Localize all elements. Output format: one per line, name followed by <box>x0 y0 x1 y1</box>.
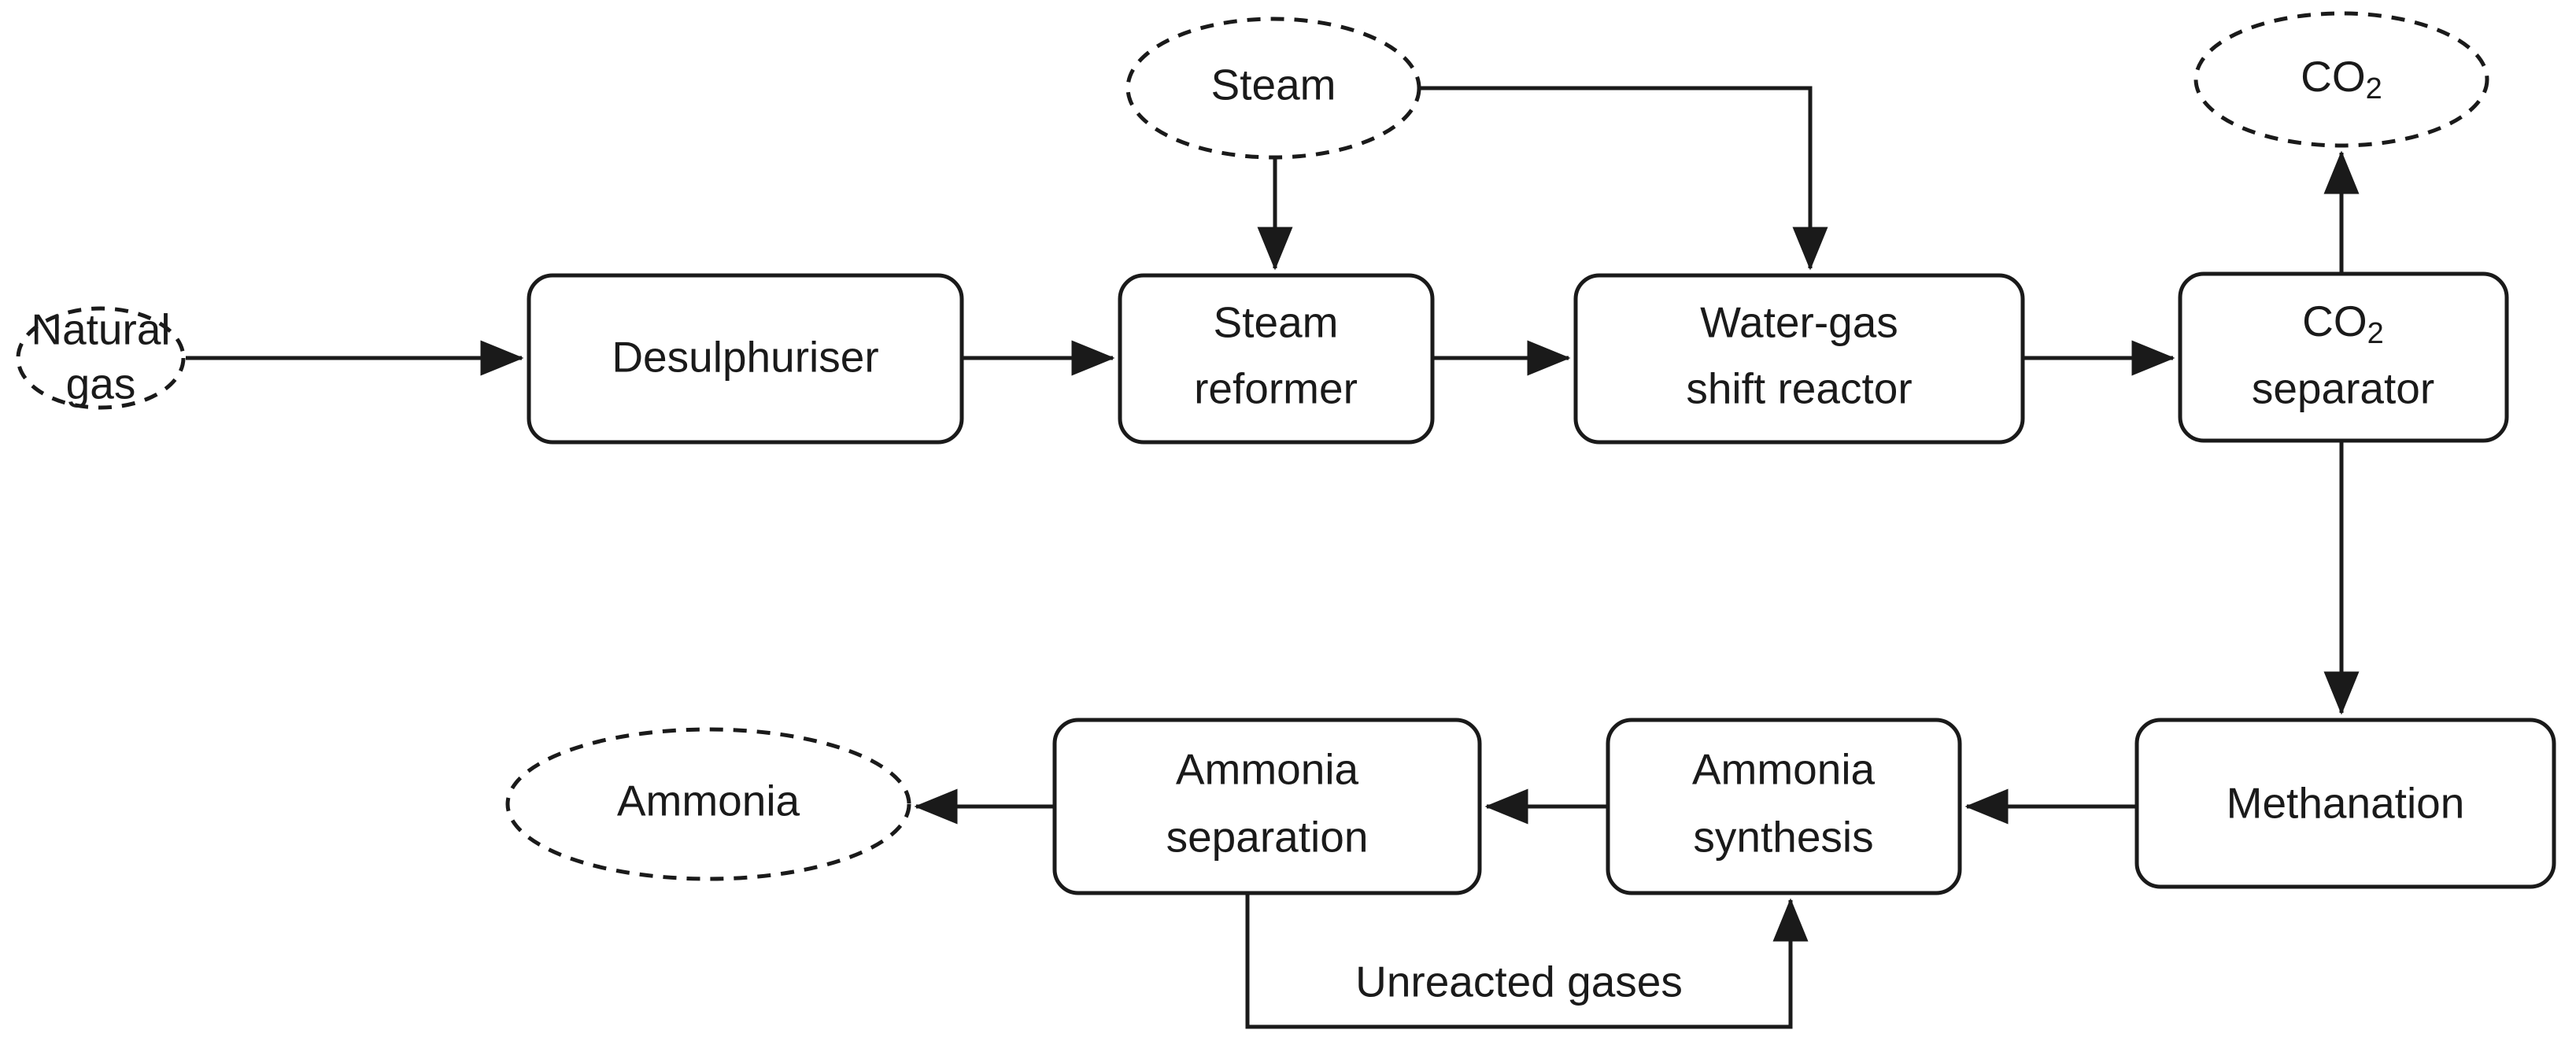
steam-label: Steam <box>1211 61 1336 109</box>
co2-separator-label-line1: CO2 <box>2302 297 2384 351</box>
co2-label: CO2 <box>2301 52 2382 106</box>
natural-gas-ellipse <box>16 306 186 410</box>
ammonia-ellipse <box>505 727 911 881</box>
steam-ellipse <box>1125 17 1421 160</box>
node-ammonia-separation[interactable]: Ammonia separation <box>1052 718 1482 895</box>
edge-steam-to-water-gas-shift-reactor <box>1419 86 1828 271</box>
ammonia-synthesis-label-line2: synthesis <box>1693 813 1873 862</box>
node-desulphuriser[interactable]: Desulphuriser <box>527 273 964 445</box>
node-ammonia-output[interactable]: Ammonia <box>505 727 911 881</box>
steam-reformer-label-line1: Steam <box>1214 298 1339 347</box>
methanation-label: Methanation <box>2227 779 2465 828</box>
natural-gas-label-line2: gas <box>66 360 136 408</box>
ammonia-synthesis-label-line1: Ammonia <box>1692 745 1876 794</box>
edge-unreacted-gases-recycle <box>1245 893 1809 1029</box>
ammonia-synthesis-box <box>1606 718 1962 895</box>
steam-reformer-label-line2: reformer <box>1194 364 1358 413</box>
co2-separator-box <box>2178 271 2509 443</box>
ammonia-separation-box <box>1052 718 1482 895</box>
co2-ellipse <box>2193 11 2489 148</box>
node-ammonia-synthesis[interactable]: Ammonia synthesis <box>1606 718 1962 895</box>
co2-label-subscript: 2 <box>2366 72 2382 105</box>
methanation-box <box>2134 718 2556 889</box>
unreacted-gases-label: Unreacted gases <box>1355 958 1683 1006</box>
node-steam-reformer[interactable]: Steam reformer <box>1118 273 1435 445</box>
node-methanation[interactable]: Methanation <box>2134 718 2556 889</box>
ammonia-separation-label-line1: Ammonia <box>1176 745 1359 794</box>
ammonia-separation-label-line2: separation <box>1166 813 1369 862</box>
node-water-gas-shift-reactor[interactable]: Water-gas shift reactor <box>1573 273 2025 445</box>
desulphuriser-label: Desulphuriser <box>612 333 878 382</box>
water-gas-shift-reactor-label-line1: Water-gas <box>1700 298 1898 347</box>
node-steam[interactable]: Steam <box>1125 17 1421 160</box>
co2-separator-label-subscript: 2 <box>2367 317 2384 350</box>
co2-label-text: CO <box>2301 52 2366 101</box>
water-gas-shift-reactor-box <box>1573 273 2025 445</box>
node-co2-separator[interactable]: CO2 separator <box>2178 271 2509 443</box>
ammonia-label: Ammonia <box>617 777 800 825</box>
co2-separator-label-text: CO <box>2302 297 2367 345</box>
natural-gas-label-line1: Natural <box>31 305 170 354</box>
node-natural-gas[interactable]: Natural gas <box>16 305 186 410</box>
steam-reformer-box <box>1118 273 1435 445</box>
water-gas-shift-reactor-label-line2: shift reactor <box>1686 364 1912 413</box>
desulphuriser-box <box>527 273 964 445</box>
node-co2-output[interactable]: CO2 <box>2193 11 2489 148</box>
co2-separator-label-line2: separator <box>2252 364 2434 413</box>
